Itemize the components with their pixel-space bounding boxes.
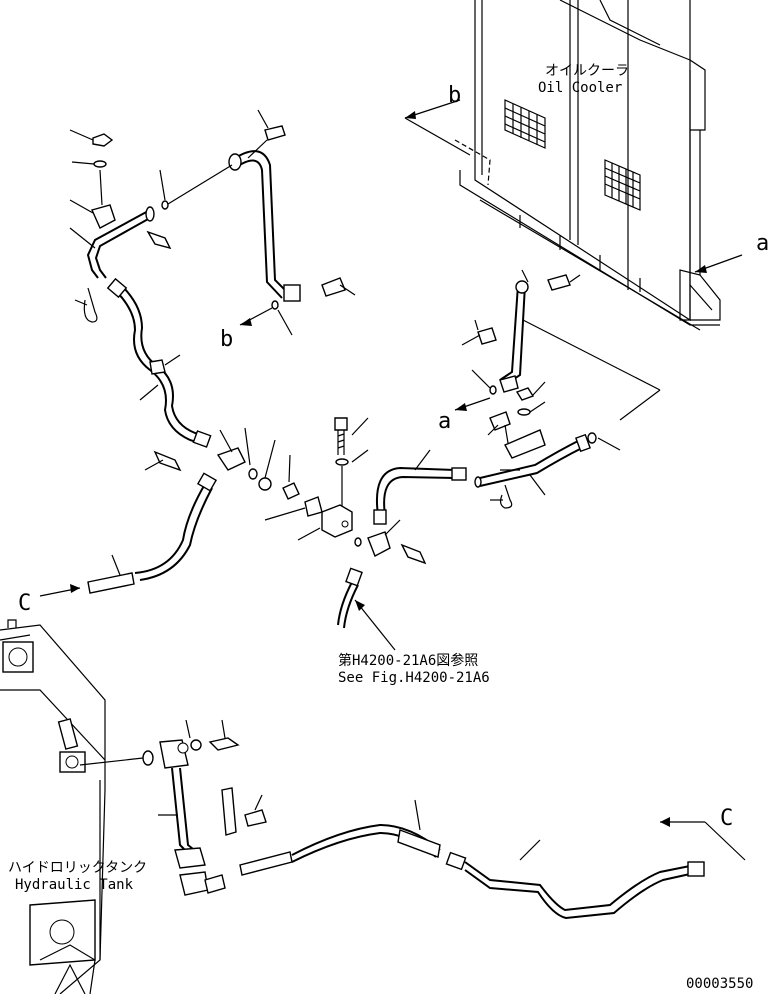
adapter-1	[282, 482, 300, 500]
oil-cooler-label-en: Oil Cooler	[538, 80, 622, 96]
tank-sight-gauge	[57, 718, 79, 750]
oil-cooler-label-jp: オイルクーラ	[545, 63, 629, 79]
bolt-head-5	[334, 417, 348, 431]
adapter-2	[304, 496, 323, 517]
o-ring-6	[489, 385, 497, 395]
ref-a-mid: a	[438, 397, 491, 434]
nut-2	[515, 387, 535, 401]
center-assembly: 第H4200-21A6図参照 See Fig.H4200-21A6	[297, 417, 490, 686]
hose-end-lower	[239, 851, 293, 876]
bolt-2	[153, 450, 182, 472]
clip-2	[499, 484, 513, 509]
ref-c-left: C	[18, 584, 81, 616]
pipe-end-2	[474, 476, 482, 488]
o-ring-2	[258, 477, 272, 491]
hose-fitting-3	[196, 472, 218, 492]
ref-a-mid-label: a	[438, 409, 451, 434]
clamp-1	[149, 359, 166, 375]
bolt-4	[321, 277, 346, 297]
see-fig-label-jp: 第H4200-21A6図参照	[338, 652, 478, 669]
lower-pipe-assembly: C	[79, 719, 746, 920]
ref-c-left-label: C	[18, 591, 31, 616]
block-1	[283, 284, 301, 302]
bolt-10	[208, 737, 240, 751]
hose-fitting-5	[373, 509, 387, 525]
bracket-3	[221, 787, 237, 836]
bolt-11	[244, 809, 267, 827]
nut-1	[92, 133, 114, 147]
flange-2	[228, 153, 242, 171]
ref-c-right-label: C	[720, 806, 733, 831]
ref-a-top: a	[694, 231, 769, 273]
o-ring-1	[248, 468, 258, 480]
hose-end-c	[87, 572, 135, 594]
pipe-fitting-lower	[445, 851, 467, 871]
hose-fitting-1	[106, 277, 128, 299]
ref-b-top: b	[404, 83, 471, 156]
ref-b-mid: b	[220, 307, 273, 352]
bracket-1	[91, 204, 116, 229]
bracket-2	[504, 429, 546, 459]
bolt-7	[547, 274, 571, 291]
washer-3	[517, 408, 531, 416]
hose-fitting-6	[345, 567, 363, 587]
upper-left-pipe-assembly: C	[18, 129, 323, 616]
ref-c-right: C	[660, 806, 746, 861]
oil-cooler-assembly: オイルクーラ Oil Cooler	[454, 0, 721, 331]
o-ring-7	[587, 432, 597, 444]
cooler-mesh-2	[604, 159, 641, 211]
o-ring-5	[354, 537, 362, 547]
right-middle-pipe-assembly: a	[438, 269, 661, 509]
ref-b-top-label: b	[448, 83, 461, 108]
washer-1	[93, 160, 107, 168]
upper-tube-assembly: b	[159, 109, 356, 352]
o-ring-8	[142, 750, 154, 766]
hydraulic-tank-label-en: Hydraulic Tank	[15, 877, 134, 893]
tee-fitting	[174, 847, 206, 869]
clip-1	[83, 287, 98, 323]
flange-1	[145, 206, 155, 222]
o-ring-3	[161, 200, 169, 210]
hydraulic-tank: ハイドロリックタンク Hydraulic Tank	[0, 619, 147, 994]
adapter-3	[204, 874, 226, 894]
bolt-1	[146, 230, 172, 250]
bolt-9	[489, 411, 511, 431]
hose-fitting-4	[451, 467, 467, 481]
elbow-3	[179, 871, 209, 896]
bolt-6	[400, 543, 427, 565]
block-port	[341, 520, 349, 528]
bolt-8	[477, 327, 497, 345]
o-ring-4	[271, 300, 279, 310]
ref-a-top-label: a	[756, 231, 769, 256]
block-3	[499, 375, 519, 393]
tank-cap-ring	[8, 647, 28, 667]
drawing-number: 00003550	[686, 976, 753, 992]
pipe-end-lower	[687, 861, 705, 877]
pipe-end-1	[575, 433, 591, 453]
hose-end-upper	[397, 829, 441, 858]
see-fig-label-en: See Fig.H4200-21A6	[338, 670, 490, 686]
hydraulic-tank-label-jp: ハイドロリックタンク	[8, 860, 147, 876]
hose-fitting-2	[192, 430, 212, 448]
flange-3	[515, 280, 529, 294]
block-2	[321, 504, 353, 538]
washer-2	[335, 458, 349, 466]
elbow-2	[367, 531, 391, 557]
cooler-mesh-1	[504, 99, 546, 149]
washer-4	[190, 739, 202, 751]
bolt-3	[264, 125, 286, 141]
ref-b-mid-label: b	[220, 327, 233, 352]
